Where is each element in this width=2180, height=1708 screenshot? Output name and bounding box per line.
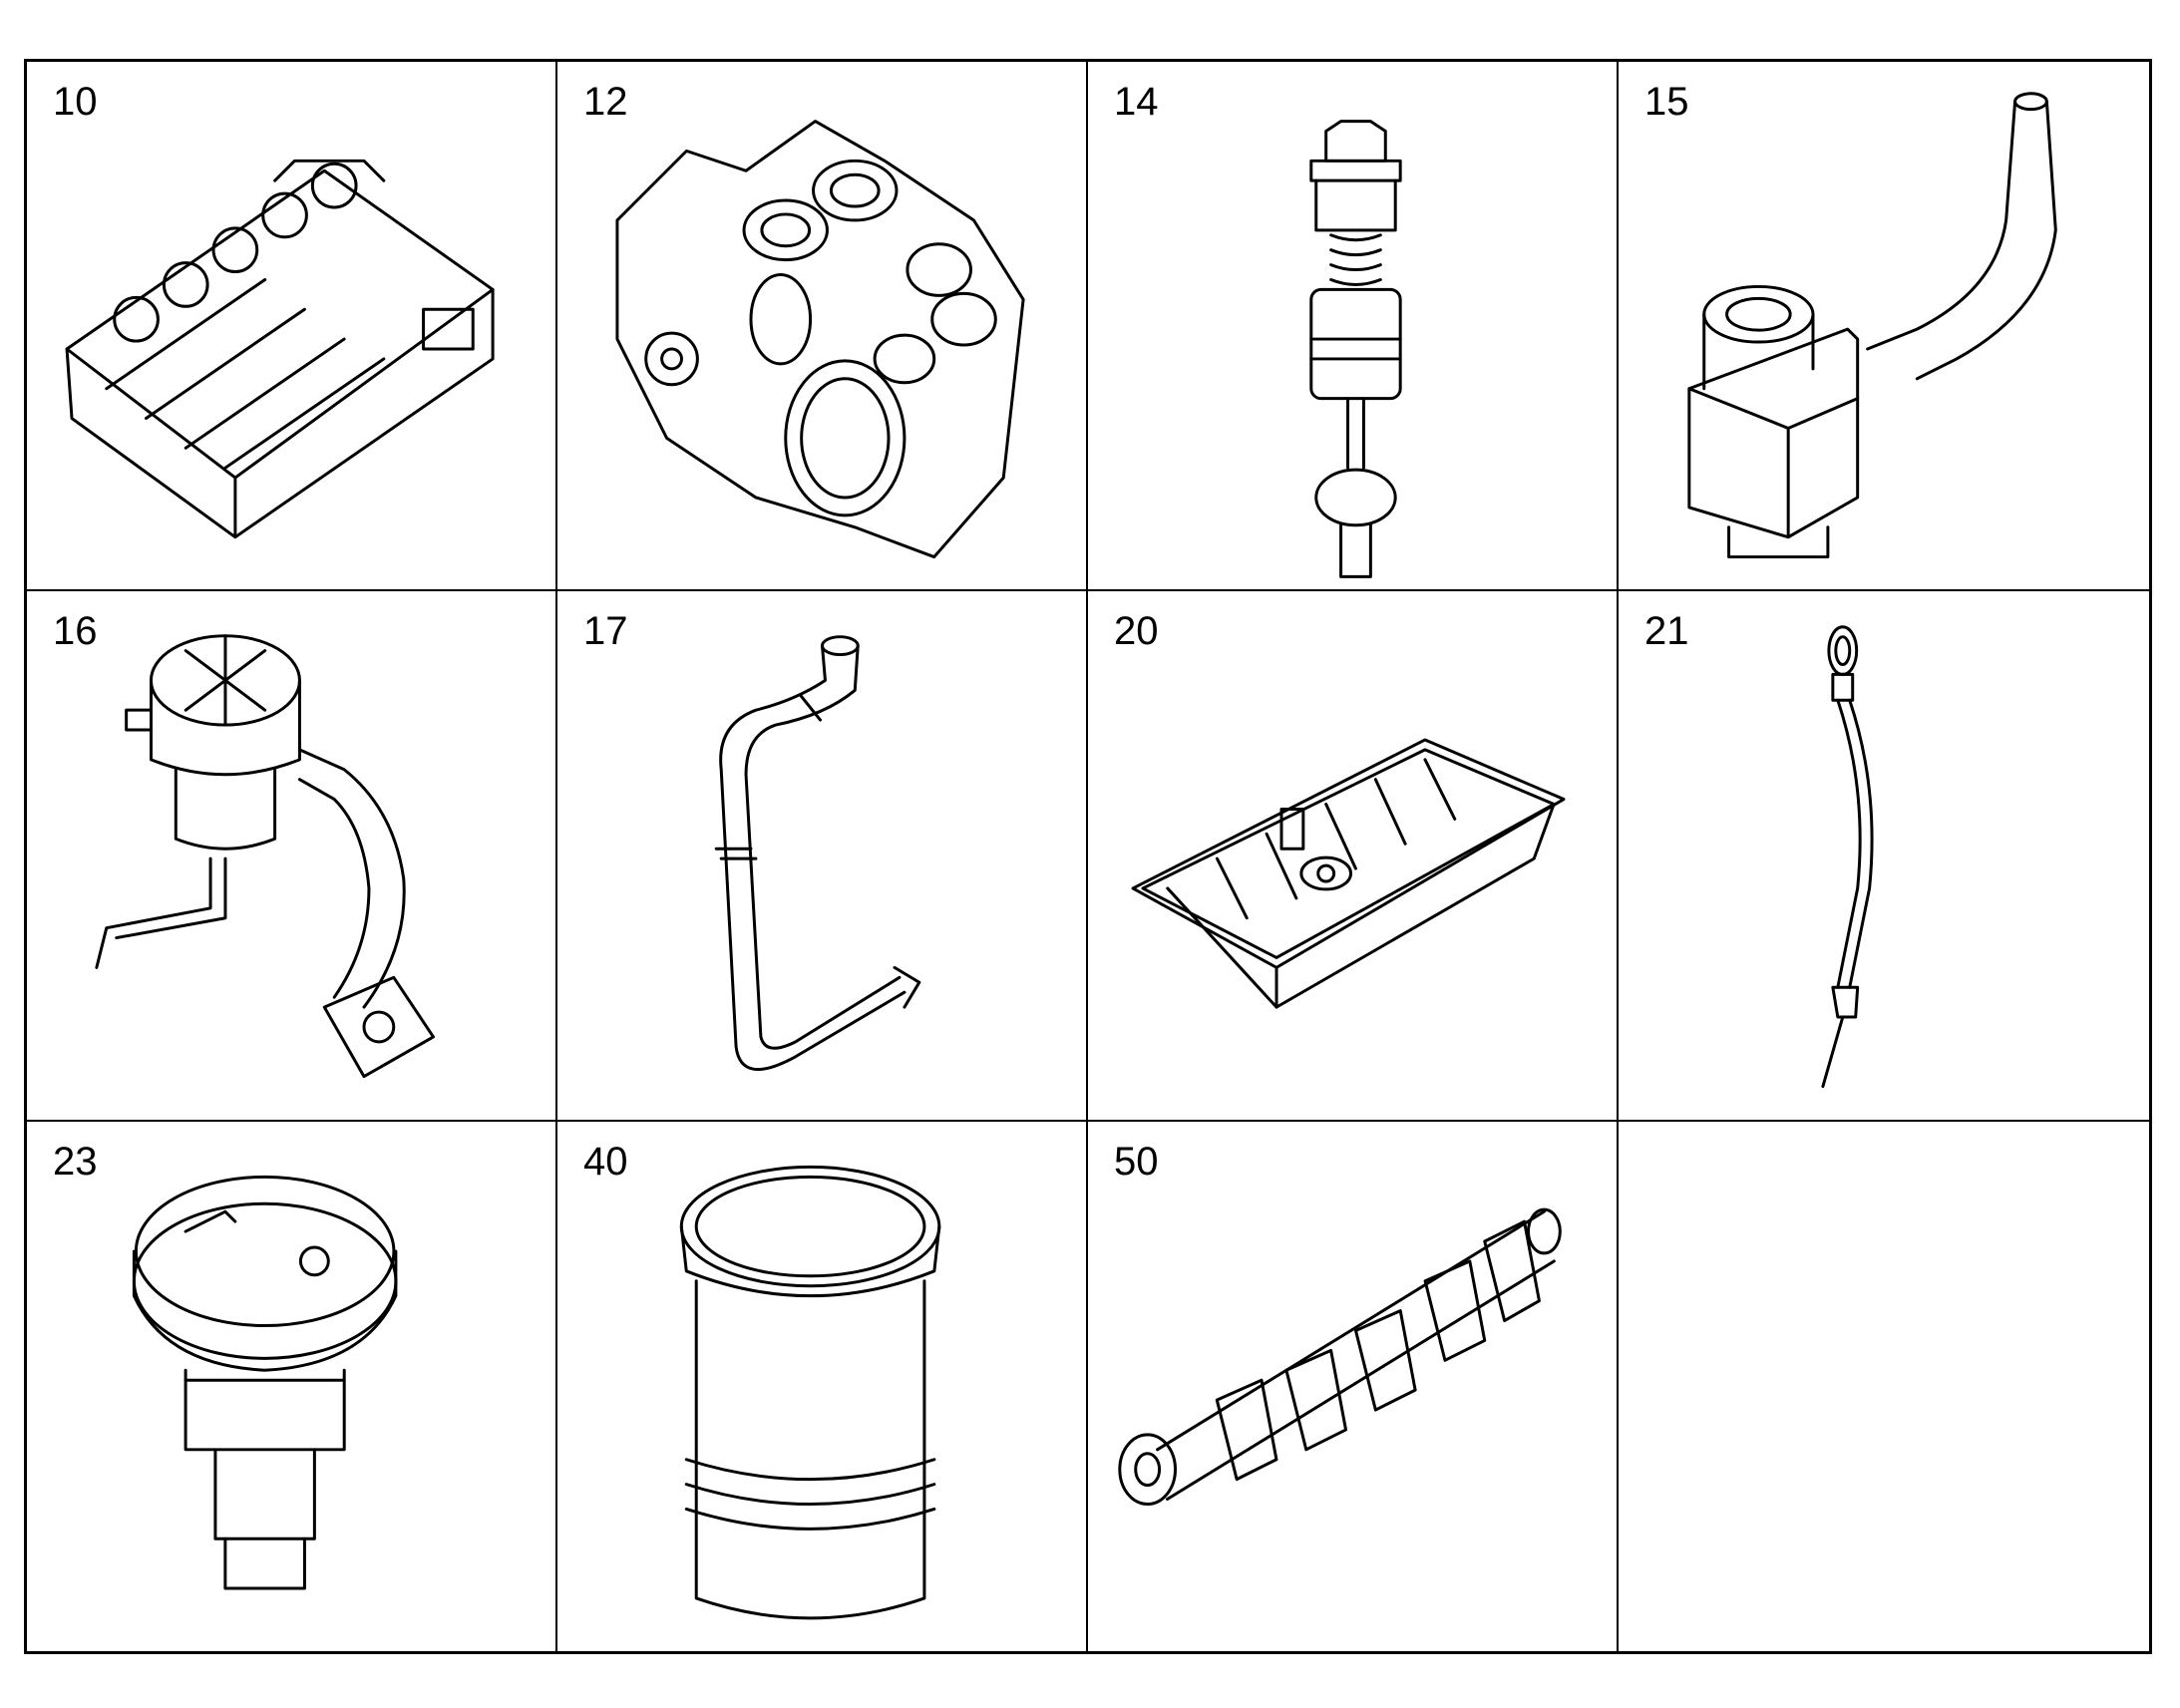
oil-pan-icon (1131, 738, 1566, 1009)
part-cell-40[interactable]: 40 (557, 1121, 1088, 1651)
part-number: 23 (53, 1139, 98, 1184)
part-number: 10 (53, 80, 98, 124)
pipe-fitting-icon (1687, 92, 2057, 559)
crankshaft-icon (1118, 1207, 1562, 1506)
part-number: 20 (1114, 609, 1159, 654)
part-number: 17 (583, 609, 628, 654)
part-cell-14[interactable]: 14 (1088, 62, 1619, 592)
part-number: 40 (583, 1139, 628, 1184)
parts-grid: 10 12 14 (24, 59, 2152, 1654)
part-cell-12[interactable]: 12 (557, 62, 1088, 592)
part-cell-15[interactable]: 15 (1619, 62, 2149, 592)
part-cell-17[interactable]: 17 (557, 591, 1088, 1122)
part-number: 12 (583, 80, 628, 124)
dipstick-icon (1821, 625, 1874, 1089)
part-number: 14 (1114, 80, 1159, 124)
filler-cap-icon (132, 1175, 398, 1590)
part-cell-21[interactable]: 21 (1619, 591, 2149, 1122)
part-number: 21 (1644, 609, 1689, 654)
part-number: 50 (1114, 1139, 1159, 1184)
part-number: 16 (53, 609, 98, 654)
valve-assembly-icon (1309, 120, 1402, 578)
part-cell-empty (1619, 1122, 2149, 1651)
part-cell-20[interactable]: 20 (1088, 591, 1619, 1122)
hose-icon (714, 635, 921, 1072)
part-cell-16[interactable]: 16 (27, 591, 557, 1122)
cylinder-liner-icon (679, 1165, 941, 1619)
part-cell-50[interactable]: 50 (1088, 1121, 1619, 1651)
part-cell-23[interactable]: 23 (27, 1121, 557, 1651)
timing-cover-icon (615, 120, 1025, 559)
oil-separator-icon (95, 634, 436, 1079)
part-number: 15 (1644, 80, 1689, 124)
part-cell-10[interactable]: 10 (27, 62, 557, 592)
engine-block-icon (65, 159, 495, 539)
